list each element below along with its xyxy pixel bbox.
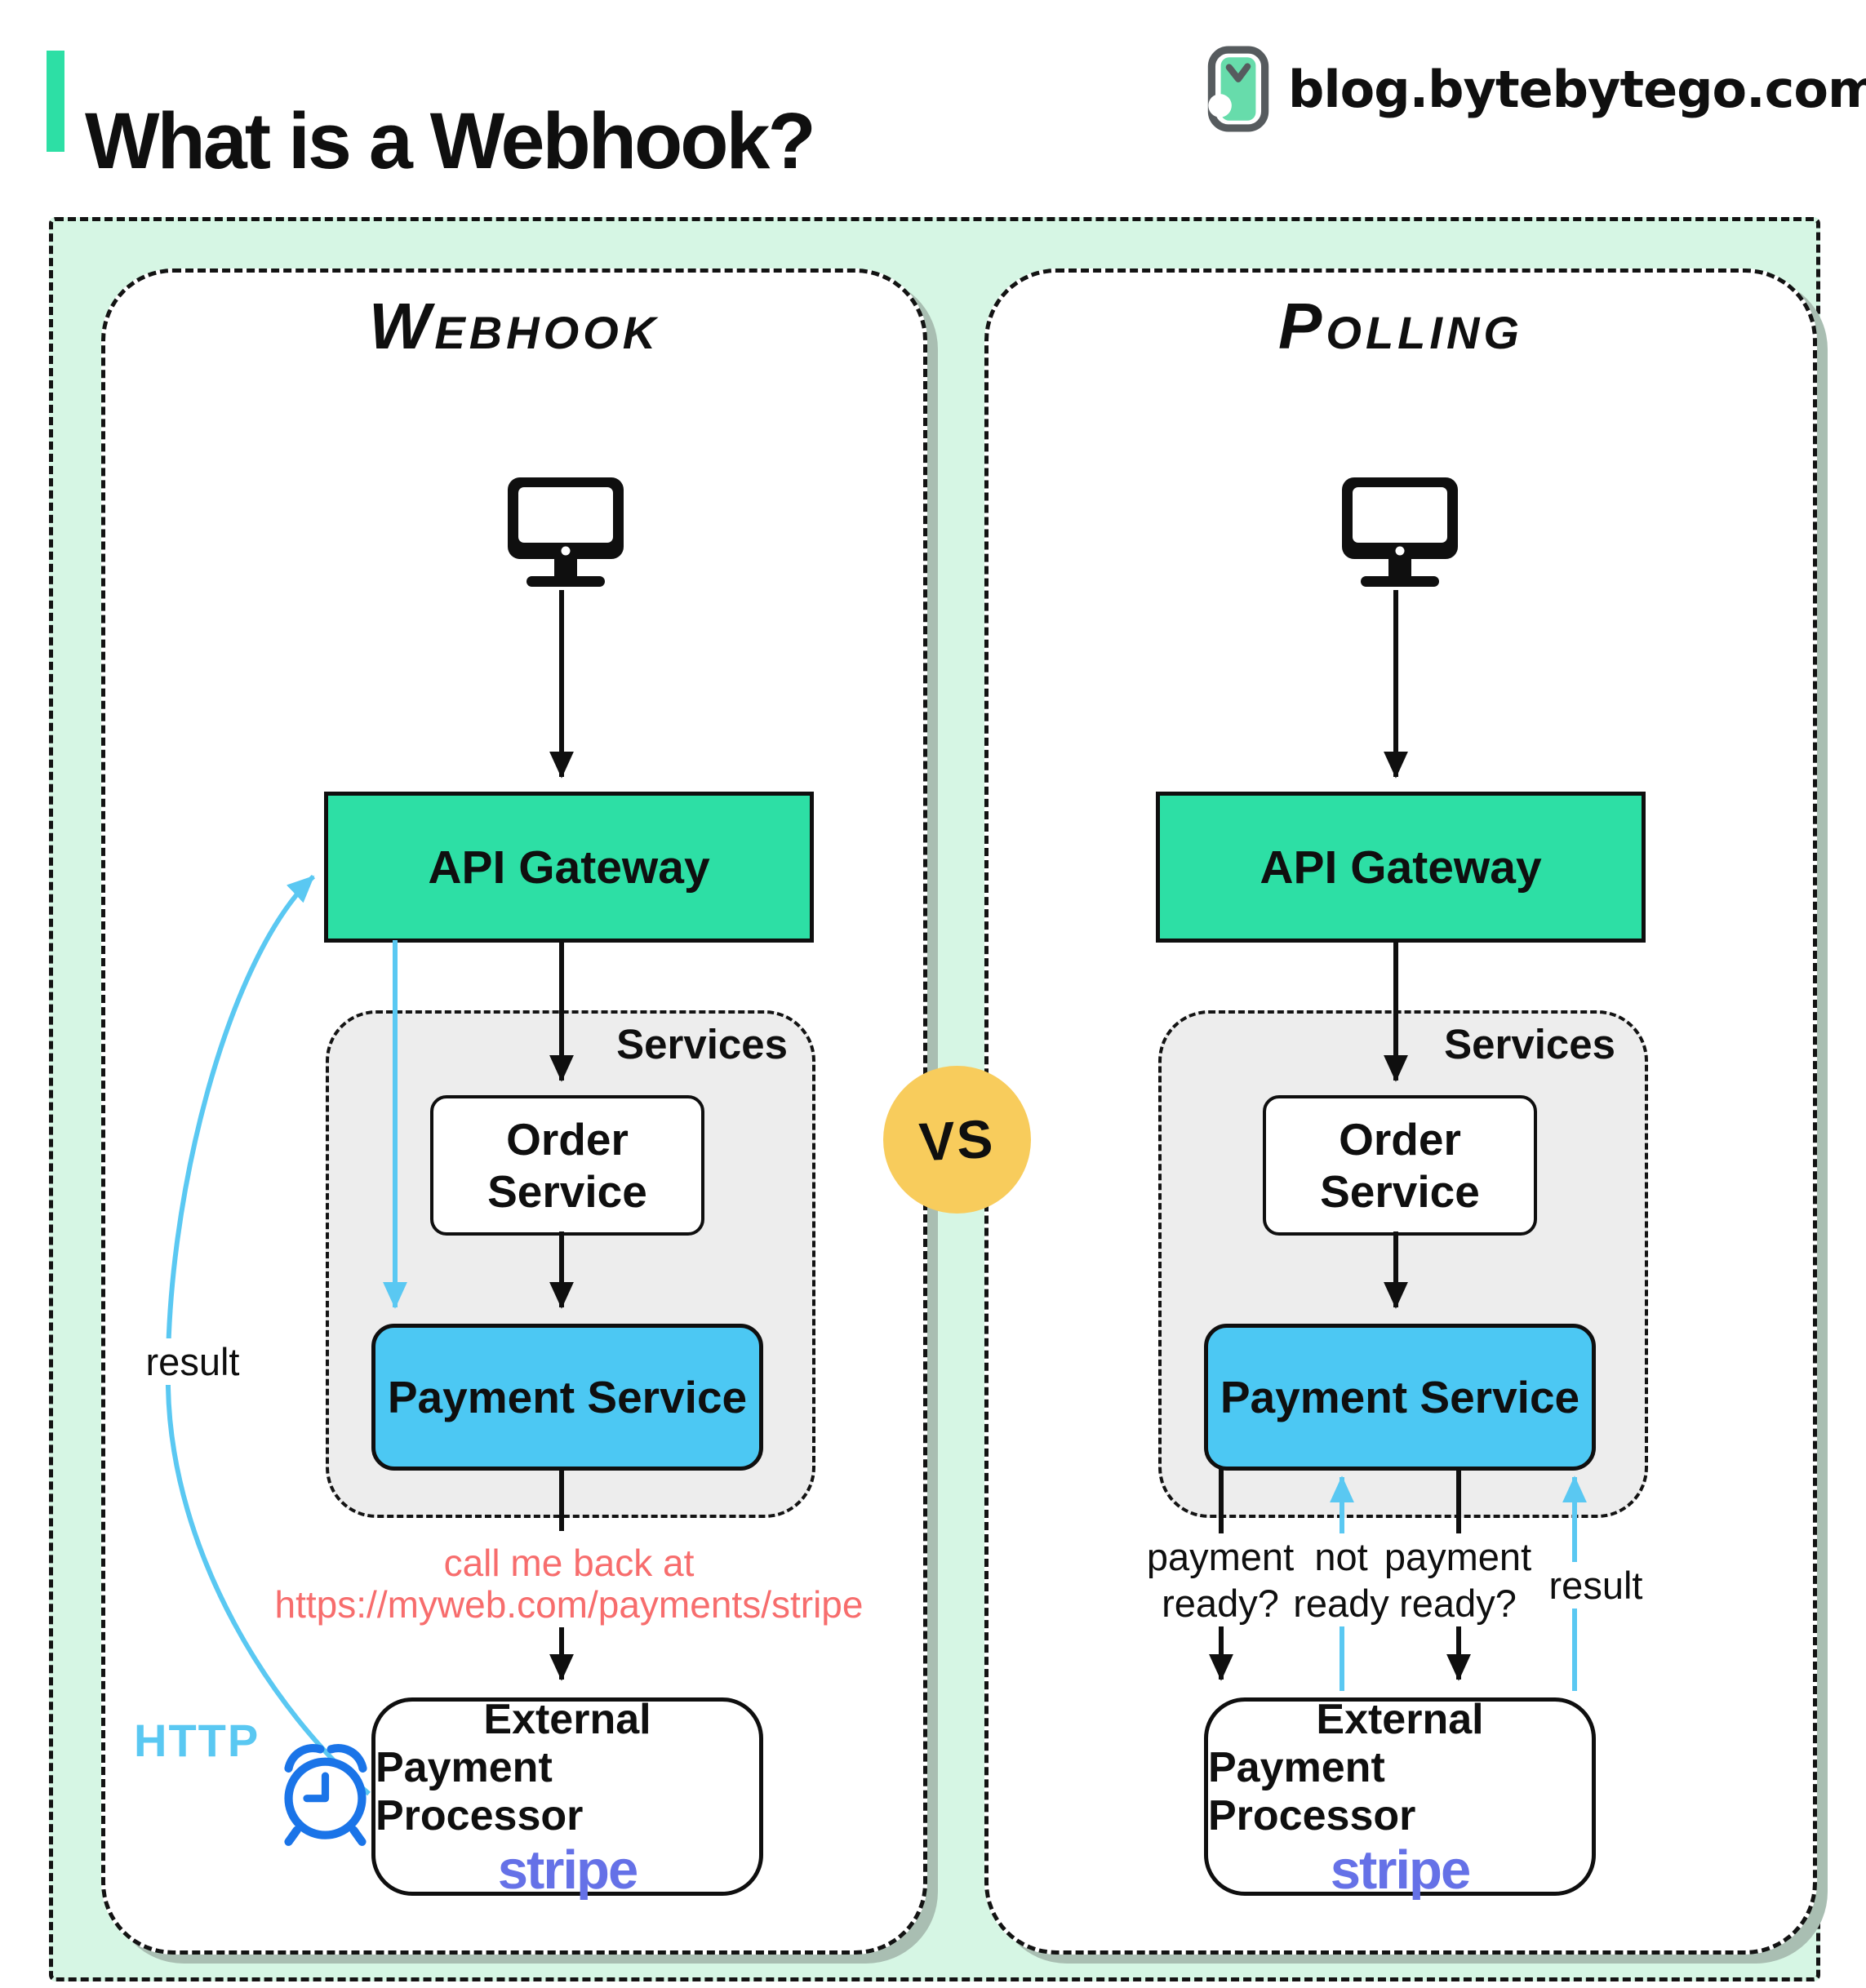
polling-label-text: ready? bbox=[1394, 1580, 1522, 1626]
polling-panel: Polling API Gateway Services Order Servi… bbox=[984, 268, 1817, 1955]
polling-label-text: payment bbox=[1379, 1533, 1537, 1580]
webhook-payment-label: Payment Service bbox=[387, 1372, 748, 1422]
brand: blog.bytebytego.com bbox=[1206, 46, 1866, 132]
polling-external-processor-box: External Payment Processor stripe bbox=[1204, 1696, 1596, 1901]
polling-payment-service-box: Payment Service bbox=[1204, 1324, 1596, 1471]
webhook-result-text: result bbox=[140, 1338, 245, 1385]
polling-external-line2: Payment Processor bbox=[1208, 1744, 1416, 1839]
brand-url: blog.bytebytego.com bbox=[1288, 59, 1866, 119]
polling-order-service-box: Order Service bbox=[1263, 1095, 1537, 1236]
webhook-result-label: result bbox=[121, 1338, 264, 1385]
page-title: What is a Webhook? bbox=[85, 95, 816, 185]
polling-order-line1: Order bbox=[1339, 1114, 1461, 1165]
webhook-payment-service-box: Payment Service bbox=[371, 1324, 763, 1471]
webhook-panel: Webhook API Gateway Services Order Servi… bbox=[101, 268, 927, 1955]
polling-label-payment-ready-1: payment ready? bbox=[1135, 1533, 1306, 1626]
polling-label-text: not bbox=[1309, 1533, 1373, 1580]
polling-label-text: ready bbox=[1288, 1580, 1394, 1626]
polling-payment-label: Payment Service bbox=[1220, 1372, 1580, 1422]
polling-label-not-ready: not ready bbox=[1280, 1533, 1402, 1626]
bytebytego-logo-icon bbox=[1207, 46, 1269, 132]
polling-order-line2: Service bbox=[1320, 1166, 1480, 1217]
polling-external-line1: External bbox=[1316, 1696, 1484, 1743]
polling-services-label: Services bbox=[1444, 1021, 1615, 1067]
webhook-services-label: Services bbox=[616, 1021, 788, 1067]
polling-label-text: ready? bbox=[1157, 1580, 1284, 1626]
title-accent-bar bbox=[47, 51, 64, 152]
alarm-clock-icon bbox=[284, 1743, 367, 1846]
polling-label-text: payment bbox=[1141, 1533, 1300, 1580]
polling-label-text: result bbox=[1544, 1562, 1648, 1609]
webhook-order-service-box: Order Service bbox=[430, 1095, 704, 1236]
webhook-panel-title: Webhook bbox=[368, 290, 660, 362]
polling-label-result: result bbox=[1528, 1562, 1664, 1609]
polling-api-gateway-box: API Gateway bbox=[1156, 792, 1646, 943]
webhook-external-line1: External bbox=[483, 1696, 651, 1743]
webhook-order-line2: Service bbox=[487, 1166, 647, 1217]
webhook-external-line2: Payment Processor bbox=[375, 1744, 584, 1839]
webhook-api-gateway-box: API Gateway bbox=[324, 792, 814, 943]
webhook-callback-url: https://myweb.com/payments/stripe bbox=[274, 1583, 864, 1626]
webhook-order-line1: Order bbox=[506, 1114, 629, 1165]
polling-api-gateway-label: API Gateway bbox=[1260, 841, 1542, 894]
webhook-callback-line1: call me back at bbox=[443, 1542, 695, 1584]
vs-label: VS bbox=[917, 1107, 997, 1172]
stripe-logo: stripe bbox=[497, 1839, 638, 1901]
webhook-external-processor-box: External Payment Processor stripe bbox=[371, 1696, 763, 1901]
polling-label-payment-ready-2: payment ready? bbox=[1372, 1533, 1544, 1626]
stripe-logo: stripe bbox=[1330, 1839, 1471, 1901]
computer-icon bbox=[1342, 477, 1458, 587]
webhook-api-gateway-label: API Gateway bbox=[428, 841, 710, 894]
webhook-callback-note: call me back at https://myweb.com/paymen… bbox=[259, 1542, 879, 1626]
webhook-http-label: HTTP bbox=[129, 1714, 265, 1767]
computer-icon bbox=[508, 477, 624, 587]
polling-panel-title: Polling bbox=[1278, 290, 1523, 362]
vs-badge: VS bbox=[883, 1066, 1031, 1214]
